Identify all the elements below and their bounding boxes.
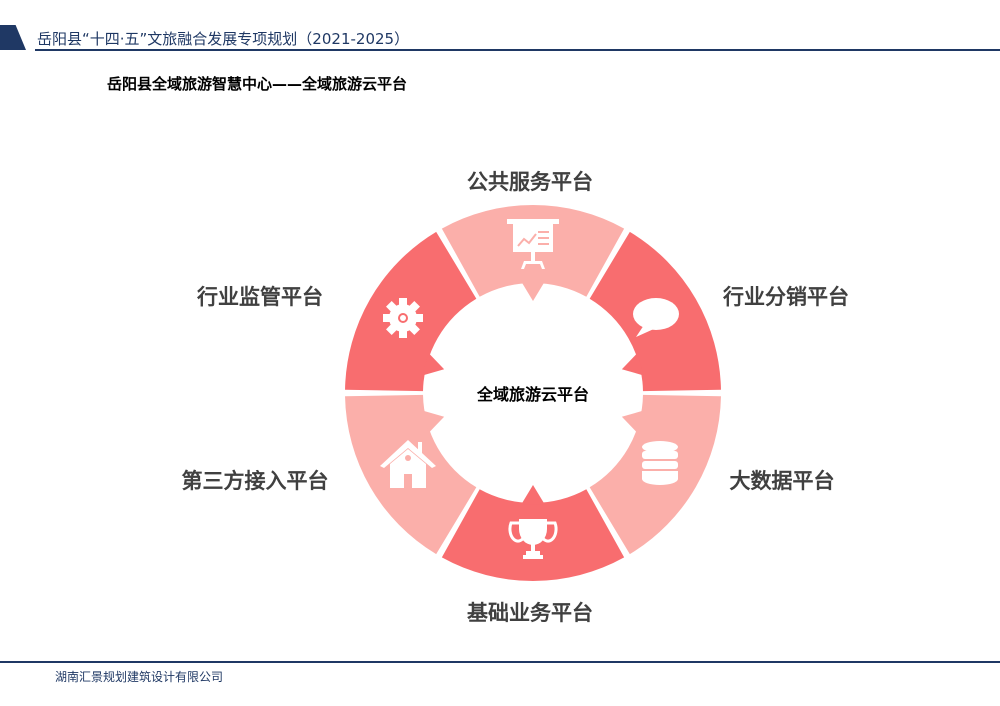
footer-company: 湖南汇景规划建筑设计有限公司 [55,670,224,684]
speech-bubble-icon [633,298,679,337]
segment-pointer [621,410,644,434]
segment-pointer [422,352,445,376]
segment-pointer [422,410,445,434]
trophy-icon [508,519,558,559]
segment-label-third-party: 第三方接入平台 [181,469,329,493]
presentation-chart-icon [507,219,559,269]
ring-segment [345,394,477,555]
segment-pointer [621,352,644,376]
segment-label-basic-business: 基础业务平台 [467,601,593,625]
segment-label-supervision: 行业监管平台 [197,285,323,309]
header-divider [35,49,1000,51]
database-icon [642,441,678,485]
segment-label-public-service: 公共服务平台 [467,170,593,194]
segment-pointer [521,485,545,505]
footer-divider [0,661,1000,663]
segment-label-big-data: 大数据平台 [729,469,835,493]
document-title: 岳阳县“十四·五”文旅融合发展专项规划（2021-2025） [37,30,410,48]
center-hub-label: 全域旅游云平台 [476,385,590,404]
segment-pointer [521,281,545,301]
page-title: 岳阳县全域旅游智慧中心——全域旅游云平台 [107,75,408,93]
gear-icon [383,298,423,338]
segment-label-distribution: 行业分销平台 [723,285,849,309]
house-icon [380,440,436,488]
